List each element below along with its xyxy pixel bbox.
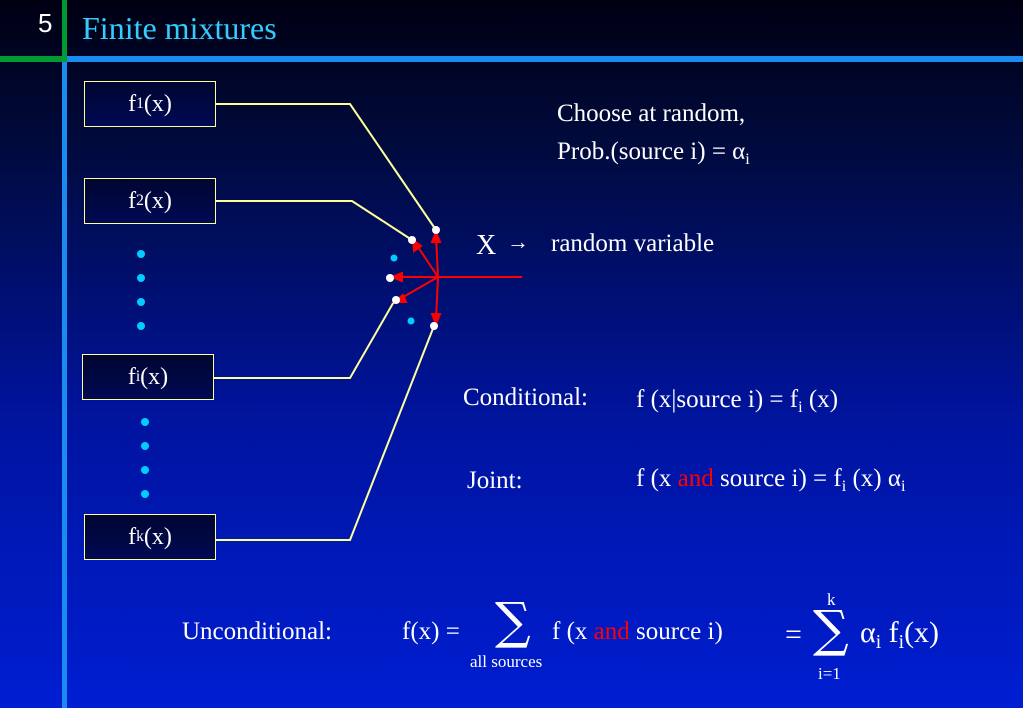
ellipsis-dot bbox=[141, 490, 149, 498]
choose-line-2: Prob.(source i) = αi bbox=[557, 138, 750, 168]
unconditional-lhs: f(x) = bbox=[402, 618, 460, 645]
random-variable-symbol: X bbox=[476, 230, 497, 261]
terminal-4 bbox=[392, 296, 400, 304]
wire-f2 bbox=[216, 200, 413, 241]
selector-arrow-2 bbox=[415, 243, 439, 278]
selector-arrow-5 bbox=[435, 276, 439, 321]
ellipsis-dot bbox=[141, 418, 149, 426]
sum-symbol-all-sources: ∑ bbox=[495, 592, 531, 650]
unconditional-term: f (x and source i) bbox=[552, 618, 723, 645]
sum-lower-limit-all-sources: all sources bbox=[470, 652, 543, 671]
random-variable-label: random variable bbox=[551, 230, 715, 257]
terminal-ellipsis-dot bbox=[390, 254, 398, 262]
choose-line-1: Choose at random, bbox=[557, 100, 746, 127]
terminal-2 bbox=[408, 236, 416, 244]
wire-fi bbox=[214, 297, 397, 379]
wire-f1 bbox=[216, 103, 437, 231]
joint-expression: f (x and source i) = fi (x) αi bbox=[636, 465, 906, 495]
header-divider bbox=[67, 56, 1023, 62]
ellipsis-dot bbox=[137, 274, 145, 282]
wire-fk bbox=[216, 325, 435, 541]
arrow-icon: → bbox=[507, 229, 529, 254]
terminal-1 bbox=[432, 226, 440, 234]
ellipsis-dot bbox=[137, 298, 145, 306]
sum-lower-limit-i: i=1 bbox=[818, 664, 841, 683]
selector-arrow-4 bbox=[397, 276, 439, 301]
unconditional-label: Unconditional: bbox=[182, 618, 332, 645]
slide-title: Finite mixtures bbox=[82, 10, 277, 46]
header-divider-left bbox=[0, 56, 67, 62]
sum-symbol-i: ∑ bbox=[813, 600, 849, 658]
left-accent-bar-top bbox=[62, 0, 67, 62]
terminal-ellipsis-dot bbox=[407, 317, 415, 325]
slide-number: 5 bbox=[38, 8, 53, 38]
ellipsis-dot bbox=[141, 442, 149, 450]
ellipsis-dot bbox=[137, 322, 145, 330]
terminal-3 bbox=[386, 274, 394, 282]
conditional-label: Conditional: bbox=[463, 384, 588, 411]
equals-sign: = bbox=[785, 618, 802, 651]
conditional-expression: f (x|source i) = fi (x) bbox=[636, 386, 839, 416]
sum-upper-limit-k: k bbox=[827, 590, 836, 609]
unconditional-rhs-term: αi fi(x) bbox=[860, 616, 940, 653]
terminal-5 bbox=[430, 322, 438, 330]
ellipsis-dot bbox=[137, 250, 145, 258]
joint-label: Joint: bbox=[467, 467, 523, 494]
left-accent-bar bbox=[62, 62, 67, 708]
ellipsis-dot bbox=[141, 466, 149, 474]
